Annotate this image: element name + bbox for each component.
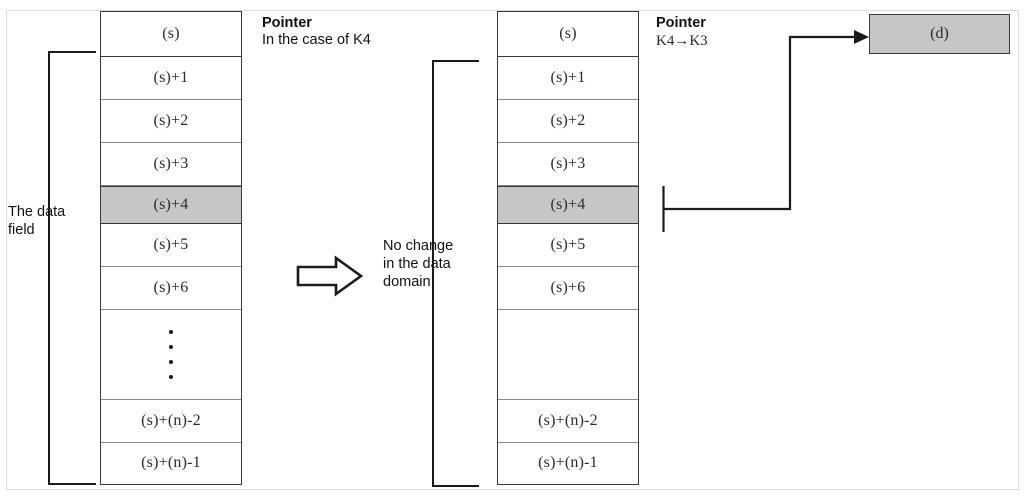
- source-table-row: (s)+4: [101, 186, 241, 224]
- pointer-left-title: Pointer: [262, 15, 312, 31]
- source-table-row: [101, 310, 241, 400]
- destination-table-row-label: (s)+1: [550, 69, 586, 86]
- destination-d-label: (d): [930, 25, 949, 42]
- destination-table-row-label: (s)+4: [550, 196, 586, 213]
- destination-table-row-label: (s)+6: [550, 279, 586, 296]
- destination-table-row-label: (s)+(n)-1: [538, 454, 598, 471]
- destination-table-row-label: (s)+3: [550, 155, 586, 172]
- destination-table-row: (s)+4: [498, 186, 638, 224]
- destination-table-row-label: (s): [559, 25, 577, 42]
- destination-table-row-label: (s)+2: [550, 112, 586, 129]
- destination-table-row: (s)+5: [498, 224, 638, 267]
- destination-table-row: (s)+(n)-1: [498, 443, 638, 483]
- source-table-row-label: (s)+5: [153, 236, 189, 253]
- destination-table-row: (s)+3: [498, 143, 638, 186]
- destination-table-row-label: (s)+(n)-2: [538, 412, 598, 429]
- source-table-row: (s)+3: [101, 143, 241, 186]
- source-table-row: (s)+(n)-1: [101, 443, 241, 483]
- source-table-row-label: (s)+(n)-1: [141, 454, 201, 471]
- destination-table-row: (s)+1: [498, 57, 638, 100]
- source-table-row: (s): [101, 12, 241, 57]
- pointer-right-subtitle: K4→K3: [656, 33, 708, 49]
- left-data-field-bracket: [48, 51, 96, 485]
- source-table-row-label: (s)+2: [153, 112, 189, 129]
- source-table-row-label: (s)+(n)-2: [141, 412, 201, 429]
- destination-d-box: (d): [869, 14, 1010, 54]
- destination-table-row: (s)+(n)-2: [498, 400, 638, 443]
- source-table-row: (s)+6: [101, 267, 241, 310]
- ellipsis-dot-icon: [169, 360, 173, 364]
- destination-table-row: (s)+6: [498, 267, 638, 310]
- source-table-row: (s)+(n)-2: [101, 400, 241, 443]
- data-field-label: The data field: [8, 204, 66, 238]
- ellipsis-dot-icon: [169, 375, 173, 379]
- transfer-arrow-icon: [296, 255, 364, 297]
- source-table-row-label: (s): [162, 25, 180, 42]
- source-table-row: (s)+5: [101, 224, 241, 267]
- pointer-left-subtitle: In the case of K4: [262, 32, 371, 48]
- ellipsis-dot-icon: [169, 330, 173, 334]
- no-change-bracket: [432, 60, 479, 487]
- source-table-row-label: (s)+1: [153, 69, 189, 86]
- source-table-row: (s)+1: [101, 57, 241, 100]
- source-table-row-label: (s)+3: [153, 155, 189, 172]
- destination-table-row-label: (s)+5: [550, 236, 586, 253]
- destination-table-row: [498, 310, 638, 400]
- ellipsis-dot-icon: [169, 345, 173, 349]
- source-memory-table: (s) (s)+1 (s)+2 (s)+3 (s)+4 (s)+5 (s)+6 (s)+(n)…: [100, 11, 242, 485]
- pointer-right-title: Pointer: [656, 15, 706, 31]
- source-table-row-label: (s)+4: [153, 196, 189, 213]
- no-change-label: No change in the data domain: [383, 238, 454, 290]
- destination-memory-table: (s) (s)+1 (s)+2 (s)+3 (s)+4 (s)+5 (s)+6 (s)+(n)…: [497, 11, 639, 485]
- destination-table-row: (s)+2: [498, 100, 638, 143]
- destination-table-row: (s): [498, 12, 638, 57]
- source-table-row-label: (s)+6: [153, 279, 189, 296]
- source-table-row: (s)+2: [101, 100, 241, 143]
